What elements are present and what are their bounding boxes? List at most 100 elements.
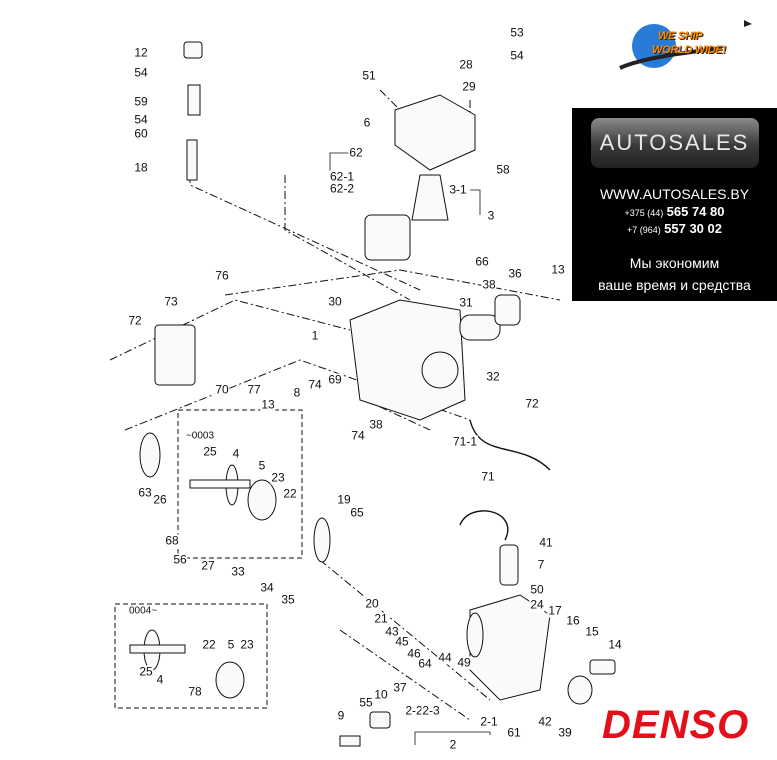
variant-boxes	[114, 409, 303, 709]
callout-39-label: 39	[557, 725, 573, 740]
callout-74-label: 74	[350, 428, 366, 443]
callout-23-label: 23	[270, 470, 286, 485]
callout-61-label: 61	[506, 725, 522, 740]
callout-9-label: 9	[336, 708, 346, 723]
callout-2-1-label: 2-1	[479, 714, 499, 729]
callout-25-label: 25	[138, 664, 154, 679]
callout-74-label: 74	[307, 377, 323, 392]
callout-32-label: 32	[485, 369, 501, 384]
autosales-url: WWW.AUTOSALES.BY	[599, 186, 750, 202]
callout-25-label: 25	[202, 444, 218, 459]
callout-71-1-label: 71-1	[451, 434, 479, 449]
slogan: Мы экономим ваше время и средства	[572, 252, 777, 296]
callout-10-label: 10	[373, 687, 389, 702]
callout-3-1-label: 3-1	[448, 182, 468, 197]
callout-2-3-label: 2-3	[421, 703, 441, 718]
callout-42-label: 42	[537, 714, 553, 729]
callout-44-label: 44	[437, 650, 453, 665]
callout-59-label: 59	[133, 94, 149, 109]
callout-60-label: 60	[133, 126, 149, 141]
callout-4-label: 4	[231, 446, 241, 461]
callout-0004-label: 0004~	[127, 604, 159, 618]
callout-58-label: 58	[495, 162, 511, 177]
callout-72-label: 72	[127, 313, 143, 328]
callout-69-label: 69	[327, 372, 343, 387]
callout-63-label: 63	[137, 485, 153, 500]
callout-17-label: 17	[547, 603, 563, 618]
callout-71-label: 71	[480, 469, 496, 484]
denso-logo: DENSO	[602, 703, 750, 747]
callout-38-label: 38	[481, 277, 497, 292]
callout-54-label: 54	[509, 48, 525, 63]
callout-7-label: 7	[536, 557, 546, 572]
callout-0003-label: ~0003	[184, 429, 216, 443]
callout-70-label: 70	[214, 382, 230, 397]
callout-49-label: 49	[456, 655, 472, 670]
callout-50-label: 50	[529, 582, 545, 597]
callout-14-label: 14	[607, 637, 623, 652]
wiring	[459, 419, 551, 541]
callout-54-label: 54	[133, 112, 149, 127]
callout-5-label: 5	[257, 458, 267, 473]
we-ship-world-wide-logo	[612, 18, 762, 78]
callout-4-label: 4	[155, 672, 165, 687]
callout-28-label: 28	[458, 57, 474, 72]
callout-6-label: 6	[362, 115, 372, 130]
callout-15-label: 15	[584, 624, 600, 639]
callout-77-label: 77	[246, 382, 262, 397]
globe-icon	[619, 20, 752, 70]
pump-parts	[129, 41, 616, 747]
callout-22-label: 22	[201, 637, 217, 652]
callout-45-label: 45	[394, 634, 410, 649]
callout-13-label: 13	[550, 262, 566, 277]
callout-23-label: 23	[239, 637, 255, 652]
callout-12-label: 12	[133, 45, 149, 60]
callout-33-label: 33	[230, 564, 246, 579]
callout-62-label: 62	[348, 145, 364, 160]
callout-24-label: 24	[529, 597, 545, 612]
callout-62-1-label: 62-1	[328, 169, 356, 184]
callout-36-label: 36	[507, 266, 523, 281]
callout-53-label: 53	[509, 25, 525, 40]
callout-13-label: 13	[260, 397, 276, 412]
callout-34-label: 34	[259, 580, 275, 595]
callout-2-2-label: 2-2	[404, 703, 424, 718]
callout-66-label: 66	[474, 254, 490, 269]
callout-27-label: 27	[200, 558, 216, 573]
autosales-promo-banner: AUTOSALES WWW.AUTOSALES.BY +375 (44) 565…	[572, 108, 777, 301]
callout-72-label: 72	[524, 396, 540, 411]
callout-43-label: 43	[384, 624, 400, 639]
callout-8-label: 8	[292, 385, 302, 400]
ship-logo-line1: WE SHIP	[658, 30, 703, 42]
callout-51-label: 51	[361, 68, 377, 83]
callout-38-label: 38	[368, 417, 384, 432]
phone-2: +7 (964) 557 30 02	[627, 221, 722, 236]
callout-64-label: 64	[417, 656, 433, 671]
callout-46-label: 46	[406, 646, 422, 661]
callout-22-label: 22	[282, 486, 298, 501]
callout-54-label: 54	[133, 65, 149, 80]
phone-1: +375 (44) 565 74 80	[624, 204, 725, 219]
callout-3-label: 3	[486, 208, 496, 223]
callout-73-label: 73	[163, 294, 179, 309]
callout-29-label: 29	[461, 79, 477, 94]
slogan-line2: ваше время и средства	[598, 277, 751, 293]
callout-35-label: 35	[280, 592, 296, 607]
slogan-line1: Мы экономим	[629, 255, 720, 271]
callout-37-label: 37	[392, 680, 408, 695]
callout-76-label: 76	[214, 268, 230, 283]
callout-21-label: 21	[373, 611, 389, 626]
callout-5-label: 5	[226, 637, 236, 652]
callout-18-label: 18	[133, 160, 149, 175]
callout-68-label: 68	[164, 533, 180, 548]
callout-19-label: 19	[336, 492, 352, 507]
callout-26-label: 26	[152, 492, 168, 507]
callout-56-label: 56	[172, 552, 188, 567]
callout-62-2-label: 62-2	[328, 181, 356, 196]
callout-55-label: 55	[358, 695, 374, 710]
callout-30-label: 30	[327, 294, 343, 309]
callout-31-label: 31	[458, 295, 474, 310]
ship-logo-line2: WORLD WIDE!	[652, 44, 726, 56]
